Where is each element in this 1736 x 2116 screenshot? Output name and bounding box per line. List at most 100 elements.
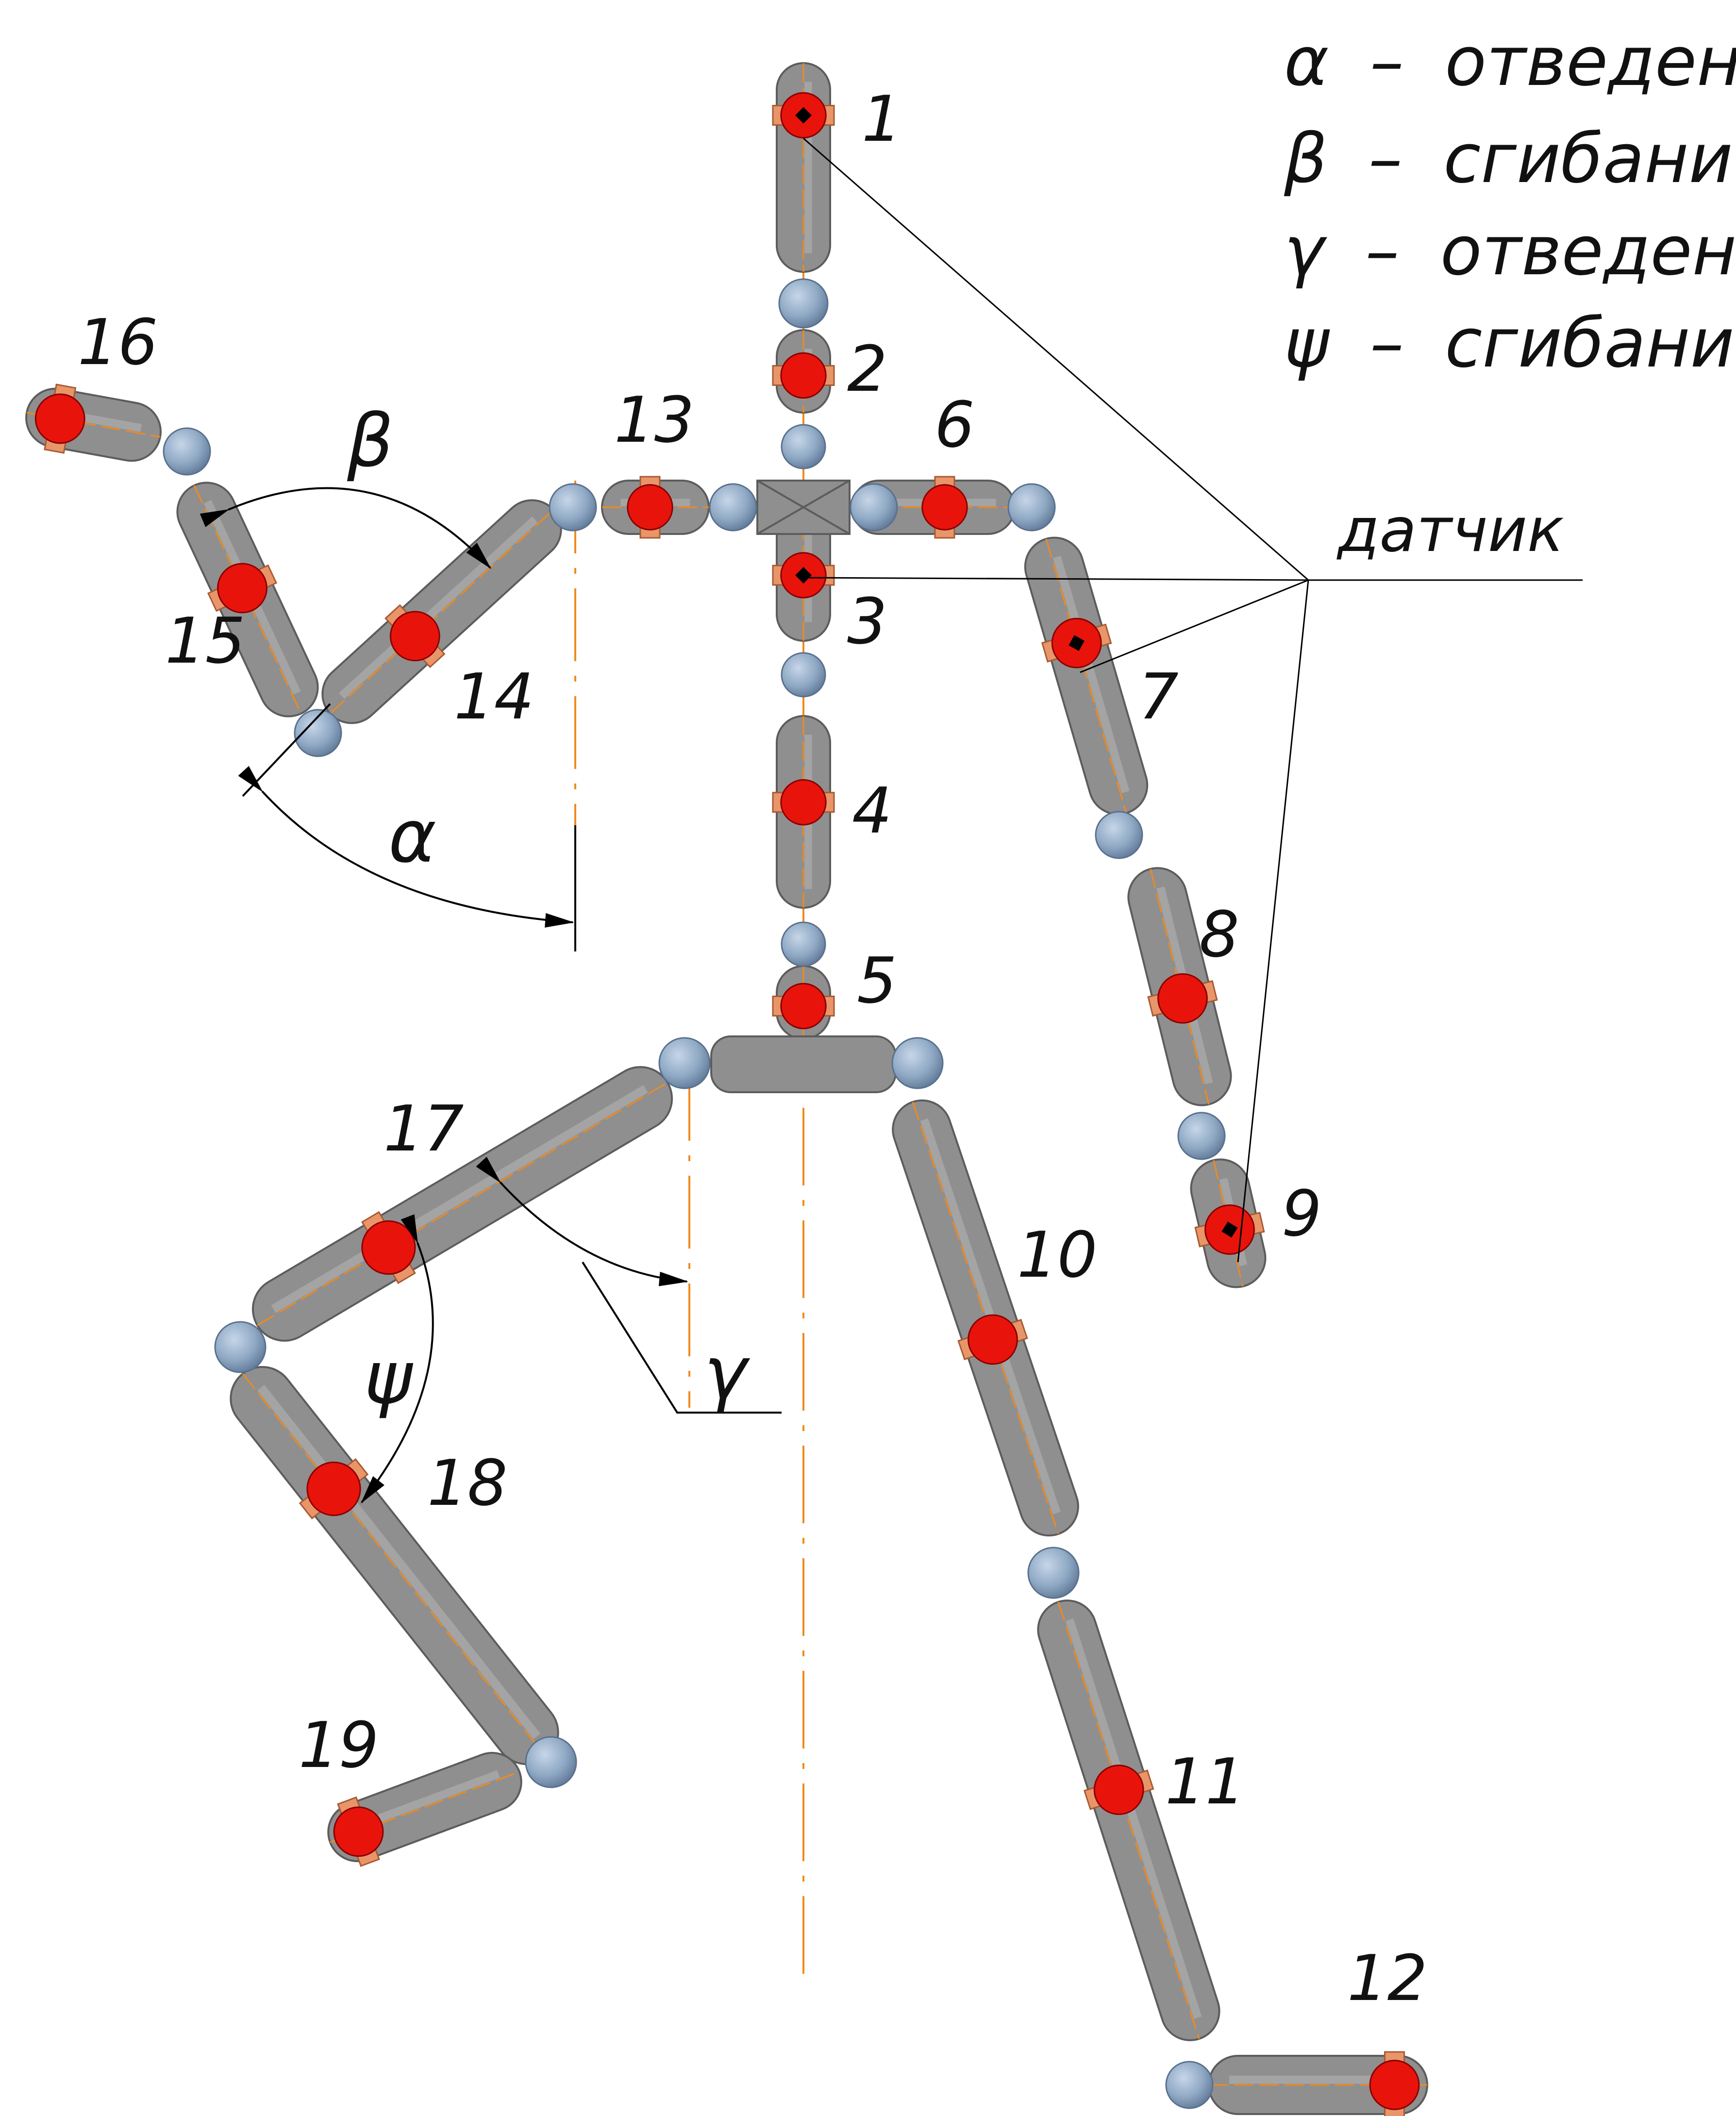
segment-5 (772, 965, 835, 1040)
segment-highlight (1066, 1618, 1202, 2019)
segment-axis (26, 412, 161, 438)
angle-label-alpha: α (388, 795, 436, 879)
axis-lines (574, 63, 804, 1976)
segment-10 (892, 1099, 1079, 1537)
alpha-extension-line (242, 703, 331, 797)
sensor-marker (968, 1314, 1018, 1365)
legend: α – отведение β – сгибание γ – отведение… (1284, 22, 1736, 383)
legend-text: отведение (1445, 22, 1736, 101)
legend-item-alpha: α – отведение (1284, 22, 1736, 101)
legend-dash: – (1365, 212, 1399, 291)
segment-label-12: 12 (1347, 1941, 1427, 2015)
joint-sphere (709, 483, 757, 532)
segment-label-3: 3 (847, 584, 887, 658)
chest-cross-lines (756, 480, 851, 535)
sensor-point (1068, 635, 1085, 651)
legend-symbol: γ (1284, 212, 1327, 291)
gamma-arc (476, 1156, 688, 1286)
psi-arc (361, 1214, 434, 1504)
segment-label-14: 14 (454, 660, 534, 733)
joint-sphere (525, 1736, 577, 1788)
segment-4 (772, 715, 835, 909)
sensor-point (795, 567, 812, 583)
segment-label-4: 4 (852, 774, 892, 848)
joint-sphere (778, 278, 829, 329)
segment-7 (1024, 536, 1149, 816)
joint-sphere (781, 424, 826, 469)
segment-label-6: 6 (935, 388, 975, 462)
leader-line (1080, 579, 1309, 673)
segment-16 (25, 383, 162, 462)
sensor-marker (389, 611, 440, 662)
leader-line (803, 137, 1309, 581)
legend-symbol: α (1284, 22, 1329, 101)
sensor-marker (627, 484, 673, 531)
sensor-leader-lines (803, 137, 1583, 1263)
segment-label-18: 18 (427, 1446, 507, 1520)
angle-labels: β α γ ψ (347, 399, 751, 1420)
segment-2 (772, 329, 835, 414)
segment-axis (1045, 538, 1127, 814)
legend-symbol: β (1284, 119, 1327, 199)
pelvis-segment (710, 1035, 897, 1093)
legend-symbol: ψ (1284, 304, 1330, 383)
joint-sphere (1165, 2061, 1214, 2109)
sensor-marker (1093, 1765, 1144, 1815)
sensor-marker (306, 1461, 361, 1516)
sensor-marker (780, 983, 827, 1030)
sensor-marker (333, 1806, 384, 1857)
angle-label-psi: ψ (364, 1336, 414, 1420)
segment-9 (1190, 1158, 1267, 1288)
gamma-leader (582, 1261, 782, 1414)
joint-sphere (781, 921, 826, 967)
segment-label-10: 10 (1017, 1218, 1097, 1292)
joint-sphere (850, 483, 898, 532)
segment-label-13: 13 (614, 383, 694, 457)
segment-axis (1057, 1601, 1200, 2039)
segment-label-15: 15 (165, 604, 245, 678)
angle-dimensions (200, 487, 782, 1504)
joint-sphere (549, 483, 597, 532)
joint-sphere (294, 709, 342, 757)
sensor-marker (34, 393, 85, 444)
segment-19 (327, 1751, 522, 1867)
leader-line (803, 577, 1309, 581)
alpha-arc (238, 766, 574, 928)
segment-highlight (1229, 2075, 1407, 2084)
joint-sphere (214, 1321, 267, 1373)
segment-label-1: 1 (862, 82, 902, 156)
segment-1 (772, 62, 835, 273)
joint-sphere (891, 1037, 944, 1089)
segment-14 (321, 499, 562, 724)
sensor-point (795, 107, 812, 124)
joint-sphere (1095, 811, 1143, 859)
legend-dash: – (1369, 119, 1402, 199)
segment-13 (601, 476, 710, 539)
sensor-marker (780, 352, 827, 399)
joint-sphere (658, 1037, 711, 1089)
sensor-marker (1157, 973, 1208, 1024)
sensor-marker (921, 484, 968, 531)
segment-highlight (257, 1384, 541, 1739)
legend-text: сгибание (1443, 119, 1736, 199)
joint-sphere (781, 652, 826, 698)
segment-axis (257, 1082, 668, 1326)
segment-label-11: 11 (1165, 1745, 1245, 1818)
segment-label-2: 2 (847, 332, 887, 406)
joint-sphere (163, 427, 211, 476)
segment-label-5: 5 (857, 944, 897, 1017)
segment-label-7: 7 (1138, 660, 1179, 733)
angle-label-gamma: γ (704, 1331, 751, 1416)
segment-axis (1150, 868, 1210, 1105)
joint-sphere (1007, 483, 1056, 532)
sensor-label: датчик (1336, 495, 1564, 566)
sensor-point (1221, 1221, 1238, 1238)
legend-item-gamma: γ – отведение (1284, 212, 1736, 291)
angle-label-beta: β (347, 399, 394, 483)
segment-label-8: 8 (1199, 898, 1239, 971)
sensor-marker (1369, 2060, 1420, 2110)
joint-sphere (1027, 1547, 1080, 1599)
segment-15 (176, 482, 319, 717)
legend-dash: – (1370, 304, 1404, 383)
